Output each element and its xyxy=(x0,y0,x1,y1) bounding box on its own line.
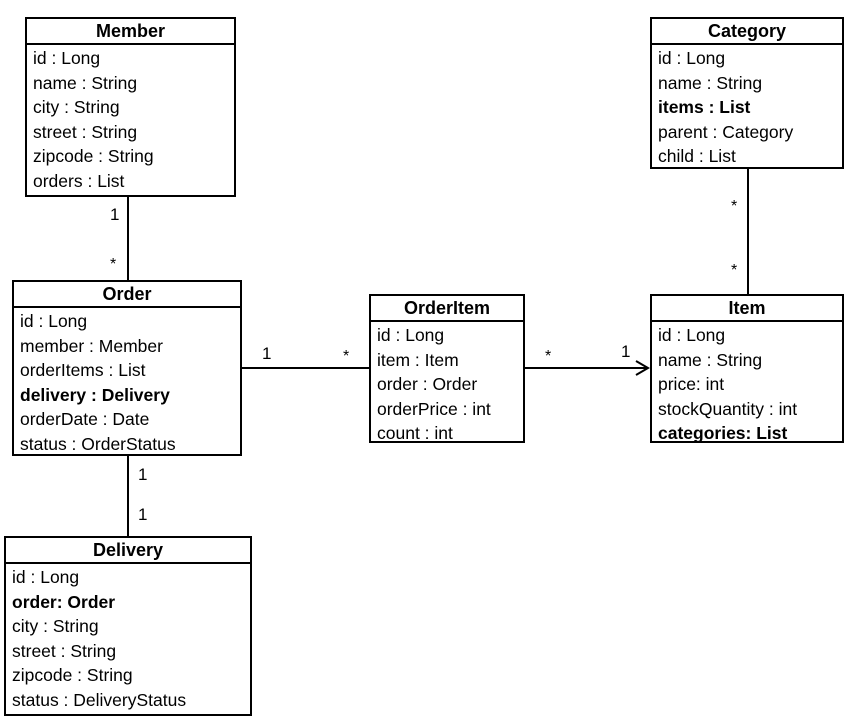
delivery-attr-order: order: Order xyxy=(12,591,116,612)
item-class: Item id : Long name : String price: int … xyxy=(650,294,844,443)
orderitem-attr-orderprice: orderPrice : int xyxy=(377,398,491,419)
orderitem-class-title: OrderItem xyxy=(371,296,523,322)
orderitem-attr-id: id : Long xyxy=(377,325,445,345)
multiplicity-orderitem-side-order: * xyxy=(343,348,350,365)
member-attr-street: street : String xyxy=(33,121,138,142)
member-attr-id: id : Long xyxy=(33,48,101,68)
order-class: Order id : Long member : Member orderIte… xyxy=(12,280,242,456)
delivery-class-title: Delivery xyxy=(6,538,250,564)
orderitem-attr-item: item : Item xyxy=(377,349,459,370)
multiplicity-item-side-category: * xyxy=(731,262,738,279)
delivery-attr-status: status : DeliveryStatus xyxy=(12,689,187,710)
item-attributes: id : Long name : String price: int stock… xyxy=(652,322,842,446)
order-attr-id: id : Long xyxy=(20,311,88,331)
member-attributes: id : Long name : String city : String st… xyxy=(27,45,234,193)
multiplicity-item-side-orderitem: 1 xyxy=(621,342,631,361)
order-attr-orderdate: orderDate : Date xyxy=(20,409,150,429)
multiplicity-order-side-member: * xyxy=(110,256,117,273)
multiplicity-category-side: * xyxy=(731,198,738,215)
multiplicity-delivery-side: 1 xyxy=(138,505,148,524)
member-attr-orders: orders : List xyxy=(33,170,125,191)
delivery-attr-zipcode: zipcode : String xyxy=(12,665,133,685)
category-class: Category id : Long name : String items :… xyxy=(650,17,844,169)
multiplicity-order-side-orderitem: 1 xyxy=(262,344,272,363)
item-attr-stockquantity: stockQuantity : int xyxy=(658,398,798,419)
order-attr-delivery: delivery : Delivery xyxy=(20,384,170,405)
order-class-title: Order xyxy=(14,282,240,308)
order-attributes: id : Long member : Member orderItems : L… xyxy=(14,308,240,456)
multiplicity-order-side-delivery: 1 xyxy=(138,465,148,484)
item-attr-id: id : Long xyxy=(658,325,726,345)
item-attr-name: name : String xyxy=(658,349,763,370)
orderitem-attr-order: order : Order xyxy=(377,374,478,394)
order-attr-status: status : OrderStatus xyxy=(20,433,176,454)
item-class-title: Item xyxy=(652,296,842,322)
member-class-title: Member xyxy=(27,19,234,45)
delivery-attr-street: street : String xyxy=(12,640,117,661)
item-arrowhead xyxy=(635,360,650,376)
multiplicity-member-side: 1 xyxy=(110,205,120,224)
orderitem-attr-count: count : int xyxy=(377,423,453,443)
delivery-class: Delivery id : Long order: Order city : S… xyxy=(4,536,252,716)
category-attr-parent: parent : Category xyxy=(658,121,794,142)
member-class: Member id : Long name : String city : St… xyxy=(25,17,236,197)
orderitem-class: OrderItem id : Long item : Item order : … xyxy=(369,294,525,443)
orderitem-attributes: id : Long item : Item order : Order orde… xyxy=(371,322,523,446)
member-attr-name: name : String xyxy=(33,72,138,93)
delivery-attributes: id : Long order: Order city : String str… xyxy=(6,564,250,712)
delivery-attr-city: city : String xyxy=(12,616,99,636)
member-attr-zipcode: zipcode : String xyxy=(33,146,154,166)
category-attributes: id : Long name : String items : List par… xyxy=(652,45,842,169)
category-attr-id: id : Long xyxy=(658,48,726,68)
category-attr-items: items : List xyxy=(658,97,751,117)
item-attr-categories: categories: List xyxy=(658,423,788,443)
category-class-title: Category xyxy=(652,19,842,45)
item-attr-price: price: int xyxy=(658,374,725,394)
category-attr-name: name : String xyxy=(658,72,763,93)
category-attr-child: child : List xyxy=(658,146,736,166)
delivery-attr-id: id : Long xyxy=(12,567,80,587)
member-attr-city: city : String xyxy=(33,97,120,117)
order-attr-member: member : Member xyxy=(20,335,163,356)
order-attr-orderitems: orderItems : List xyxy=(20,360,146,380)
multiplicity-orderitem-side-item: * xyxy=(545,348,552,365)
